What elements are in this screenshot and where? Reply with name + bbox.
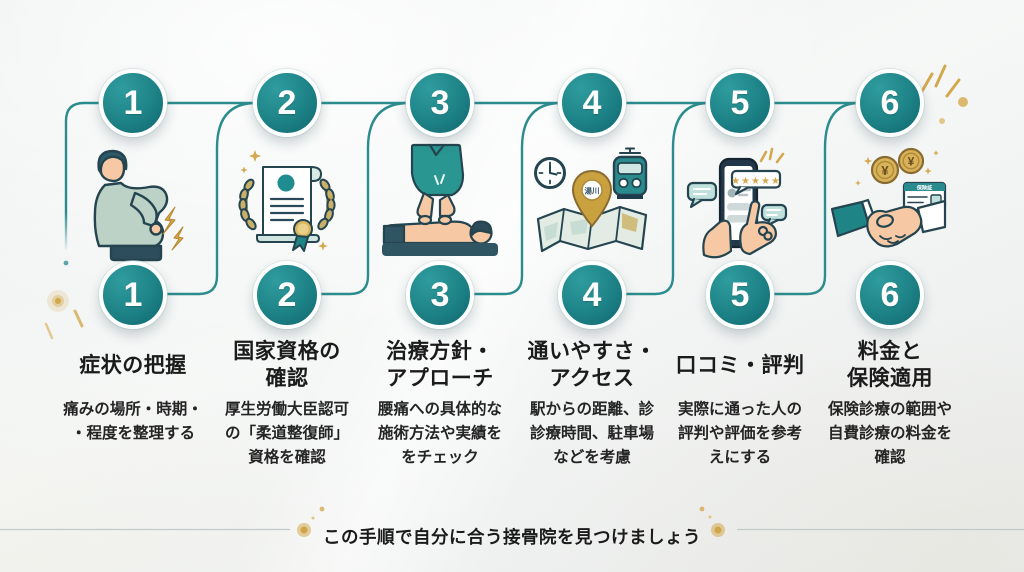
serpentine-path [64, 101, 861, 296]
step-3-description: 腰痛への具体的な 施術方法や実績を をチェック [377, 401, 502, 466]
step-2-top-badge: 2 [253, 69, 321, 137]
step-2-bottom-badge: 2 [253, 261, 321, 329]
pain-bolts [162, 206, 184, 251]
step-2-title: 国家資格の 確認 [233, 340, 341, 390]
step-4-description: 駅からの距離、診 診療時間、駐車場 などを考慮 [529, 401, 654, 466]
step-5-top-badge: 5 [706, 69, 774, 137]
step-2-description: 厚生労働大臣認可 の「柔道整復師」 資格を確認 [224, 401, 349, 466]
step-4-title: 通いやすさ・ アクセス [527, 340, 657, 390]
phone-review-icon: ★★★★★ [678, 143, 802, 267]
step-5-bottom-badge: 5 [706, 261, 774, 329]
sparkle-lines [759, 147, 785, 164]
access-map-icon: 湯川 [530, 143, 654, 267]
step-6-title: 料金と 保険適用 [847, 340, 933, 390]
insurance-card-label: 保険証 [916, 184, 933, 192]
step-1-title: 症状の把握 [79, 353, 187, 377]
massage-table [382, 243, 498, 256]
step-5-description: 実際に通った人の 評判や評価を参考 えにする [677, 401, 802, 466]
footer-note: この手順で自分に合う接骨院を見つけましょう [323, 527, 701, 547]
step-3-top-badge: 3 [406, 69, 474, 137]
map-pin-label: 湯川 [585, 186, 600, 196]
back-pain-icon [71, 143, 195, 267]
sparkle-cluster-top-right [919, 64, 961, 98]
path-start-tail [64, 101, 104, 251]
path-start-dot [63, 260, 69, 266]
sparkle-cluster-bottom-left [44, 290, 84, 340]
step-3-bottom-badge: 3 [406, 261, 474, 329]
review-stars: ★★★★★ [731, 176, 781, 187]
step-4-top-badge: 4 [558, 69, 626, 137]
step-6-bottom-badge: 6 [856, 261, 924, 329]
step-3-title: 治療方針・ アプローチ [386, 340, 494, 390]
gold-dot [939, 118, 945, 124]
step-1-top-badge: 1 [99, 69, 167, 137]
map-patch [544, 222, 558, 241]
step-1-description: 痛みの場所・時期・ ・程度を整理する [63, 401, 203, 442]
step-6-description: 保険診療の範囲や 自費診療の料金を 確認 [827, 401, 952, 466]
gold-dot [958, 97, 968, 107]
map-patch [622, 213, 638, 232]
yen-coin-symbol: ¥ [908, 155, 915, 169]
step-1-bottom-badge: 1 [99, 261, 167, 329]
footer-divider [0, 506, 1024, 537]
map-pin: 湯川 [571, 169, 613, 228]
map-patch [570, 219, 588, 235]
step-5-title: 口コミ・評判 [675, 353, 805, 377]
massage-icon [378, 143, 502, 267]
certificate-icon [225, 143, 349, 267]
step-4-bottom-badge: 4 [558, 261, 626, 329]
handshake-payment-icon: ¥ ¥ 保険証 [828, 143, 952, 267]
yen-coin-symbol: ¥ [881, 163, 889, 178]
step-6-top-badge: 6 [856, 69, 924, 137]
